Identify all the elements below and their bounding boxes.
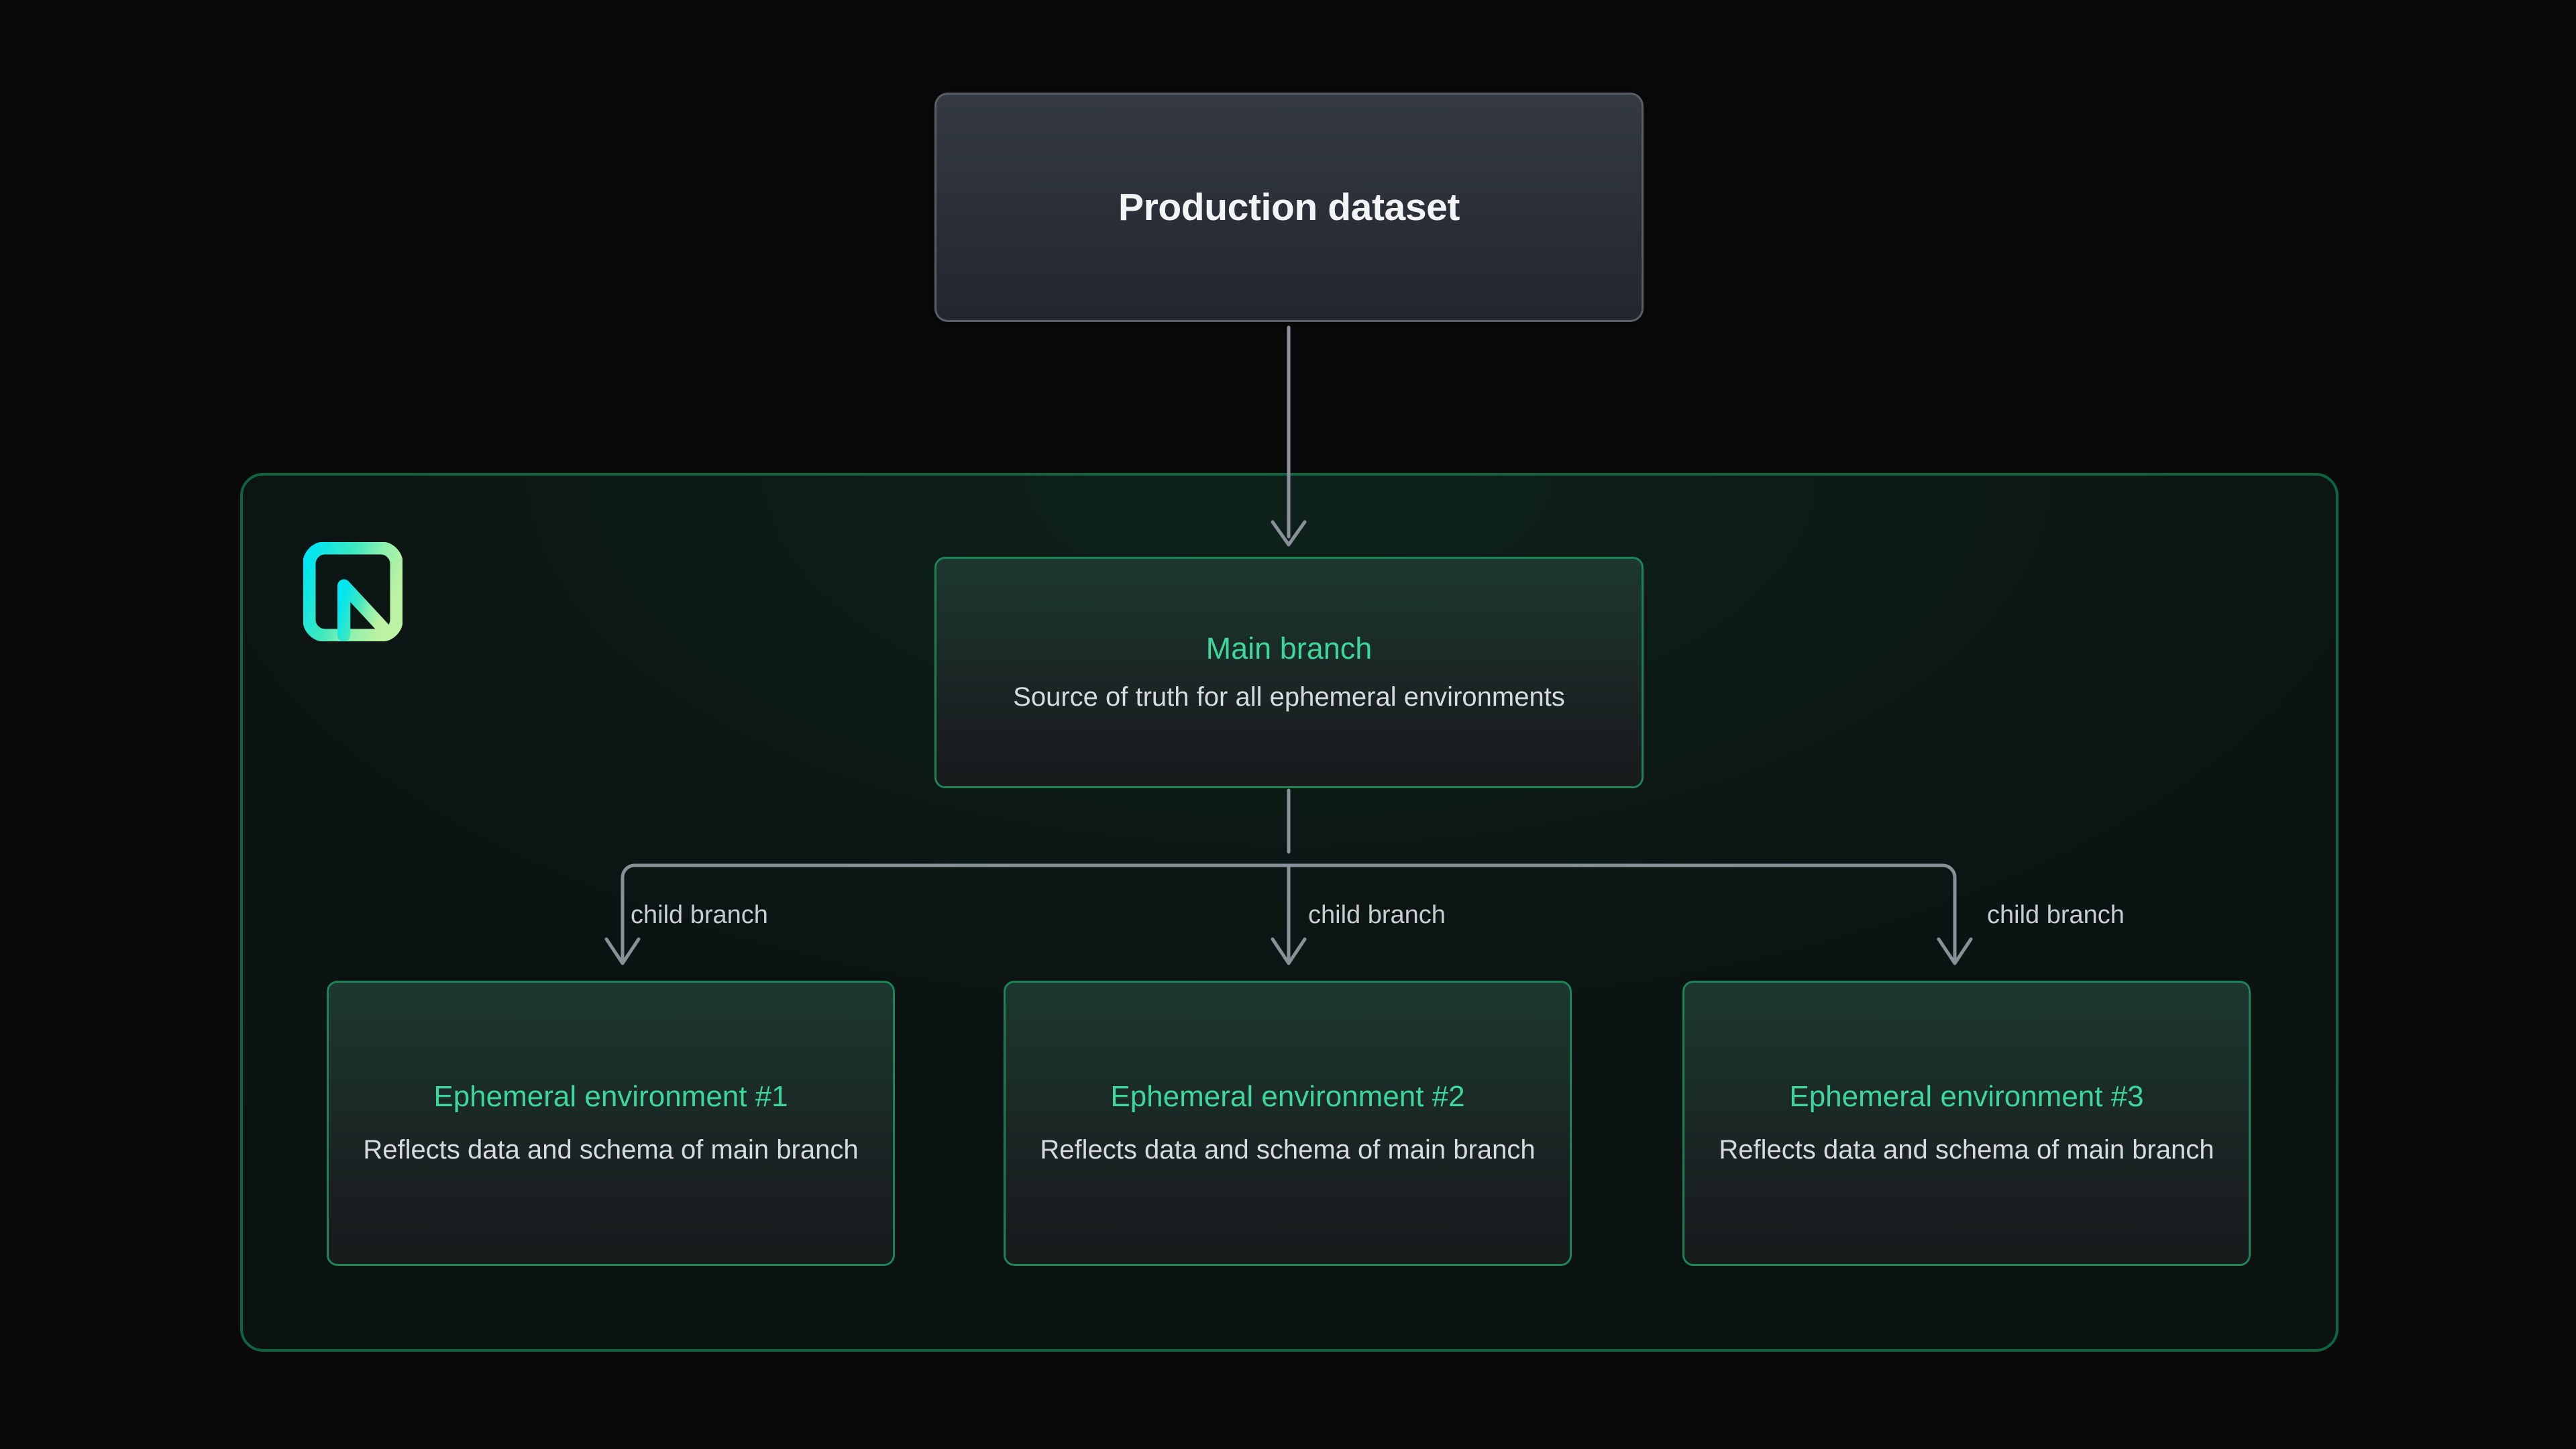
ephemeral-environment-description-1: Reflects data and schema of main branch [363, 1135, 859, 1165]
edge-label-child-branch-2: child branch [1308, 901, 1446, 929]
production-dataset-title: Production dataset [1118, 186, 1460, 229]
ephemeral-environment-title-3: Ephemeral environment #3 [1789, 1079, 2144, 1113]
neon-logo-icon [303, 542, 402, 641]
edge-label-child-branch-3: child branch [1987, 901, 2125, 929]
ephemeral-environment-node-1: Ephemeral environment #1 Reflects data a… [327, 981, 895, 1266]
main-branch-title: Main branch [1205, 631, 1373, 666]
main-branch-node: Main branch Source of truth for all ephe… [934, 557, 1644, 788]
ephemeral-environment-description-3: Reflects data and schema of main branch [1719, 1135, 2214, 1165]
ephemeral-environment-node-2: Ephemeral environment #2 Reflects data a… [1004, 981, 1572, 1266]
main-branch-description: Source of truth for all ephemeral enviro… [1013, 682, 1565, 712]
production-dataset-node: Production dataset [934, 93, 1644, 322]
edge-label-child-branch-1: child branch [631, 901, 768, 929]
ephemeral-environment-title-1: Ephemeral environment #1 [433, 1079, 788, 1113]
ephemeral-environment-description-2: Reflects data and schema of main branch [1040, 1135, 1536, 1165]
ephemeral-environment-node-3: Ephemeral environment #3 Reflects data a… [1682, 981, 2251, 1266]
ephemeral-environment-title-2: Ephemeral environment #2 [1110, 1079, 1465, 1113]
